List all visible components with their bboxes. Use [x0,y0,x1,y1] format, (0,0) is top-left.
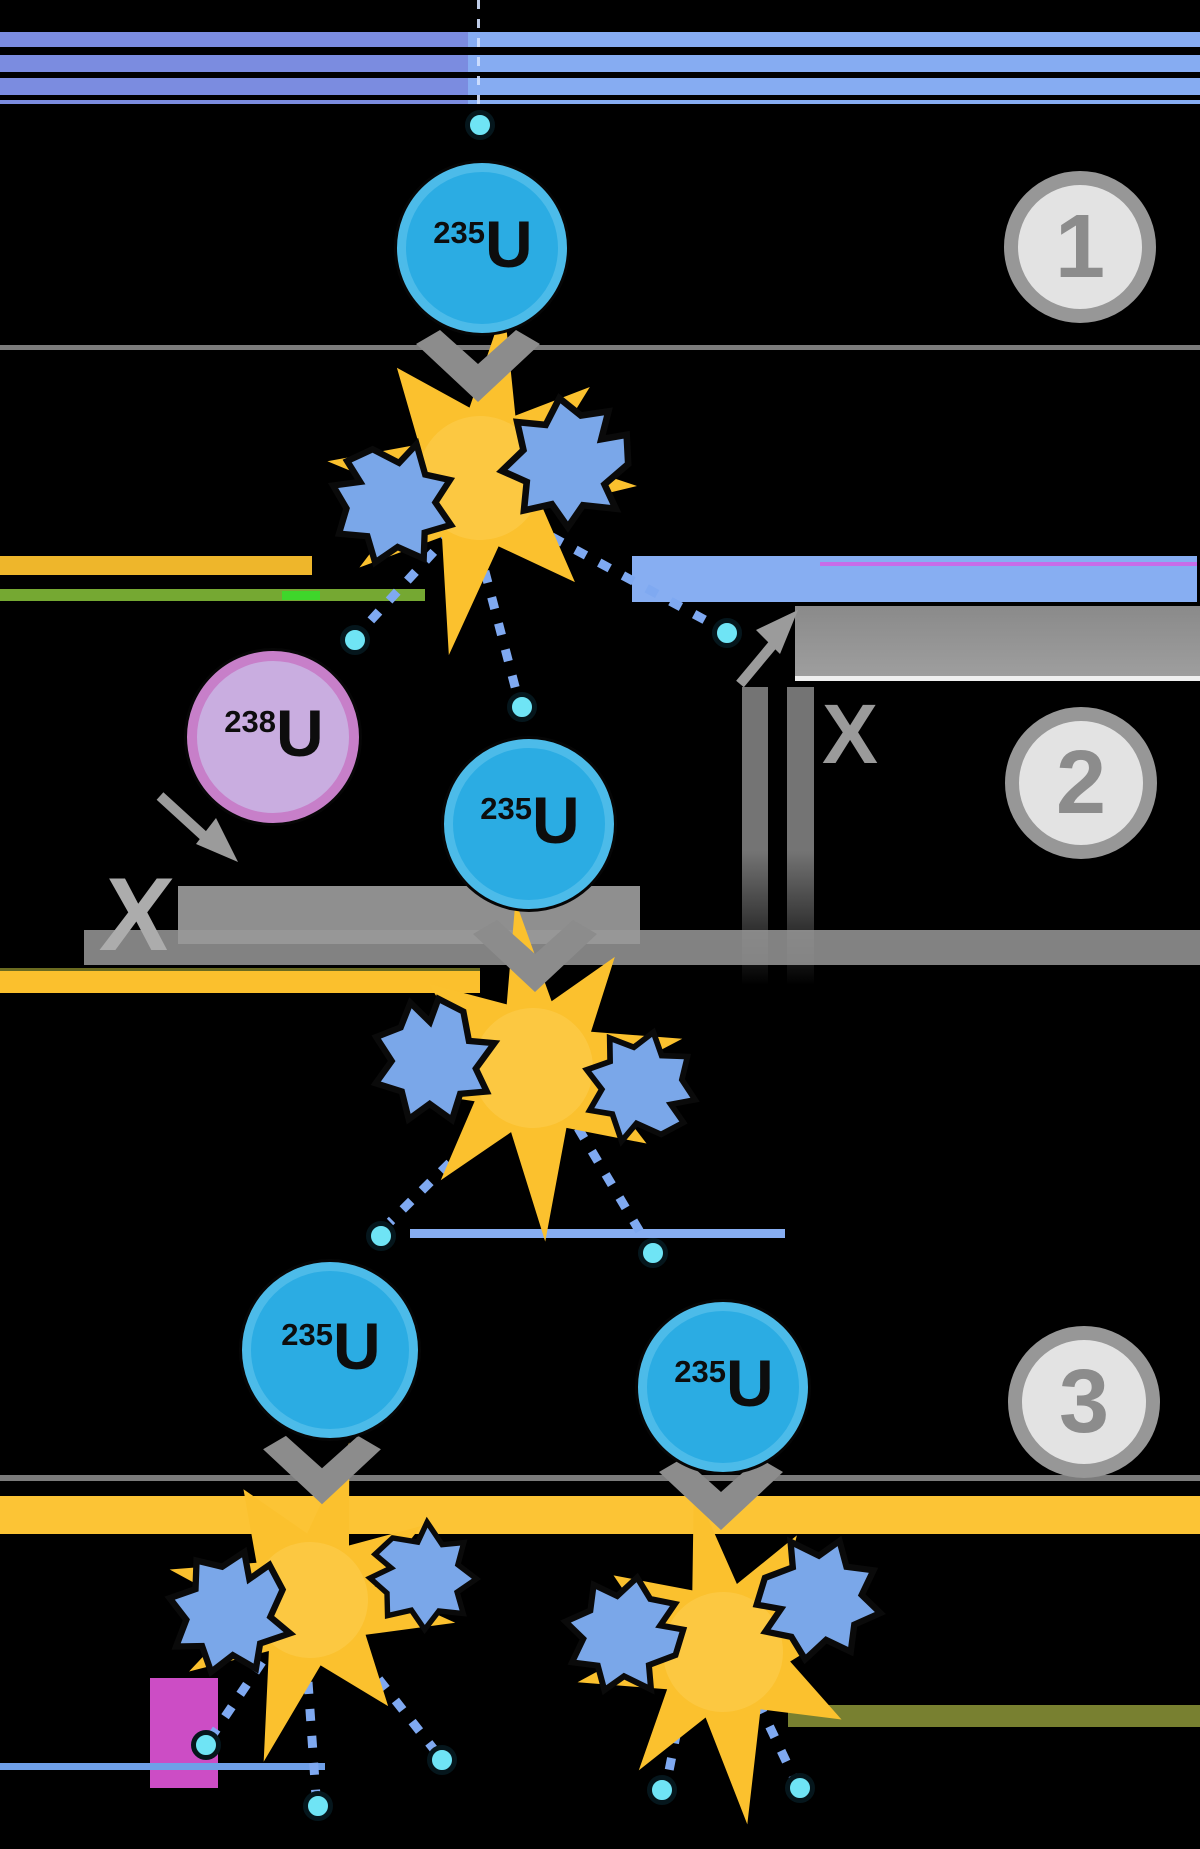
artifact-stripe [0,1763,325,1770]
isotope-mass: 235 [281,1317,334,1352]
artifact-stripe [410,1229,785,1238]
element-symbol: U [532,783,580,857]
element-symbol: U [485,207,533,281]
neutron [465,110,495,140]
neutron [507,692,537,722]
neutron [647,1775,677,1805]
impact-arrow-3 [263,1435,381,1505]
stage-badge-3: 3 [1008,1326,1160,1478]
artifact-stripe [282,591,320,600]
artifact-stripe [0,345,1200,350]
incoming-neutron-trail [477,0,480,112]
fission-explosion-2 [367,885,702,1257]
neutron [712,618,742,648]
isotope-mass: 235 [433,215,486,250]
no-fission-x-right: X [821,687,879,781]
neutron [303,1791,333,1821]
stage-number: 2 [1055,732,1107,833]
artifact-stripe [0,1496,1200,1534]
artifact-stripe [795,606,1200,676]
neutron [427,1745,457,1775]
neutron-trails [208,520,800,1797]
impact-arrow-2 [473,920,597,992]
artifact-stripe [0,32,1200,47]
stage-badge-1: 1 [1004,171,1156,323]
artifact-stripe [0,556,312,575]
neutron [785,1773,815,1803]
artifact-stripe [788,1705,1200,1727]
isotope-mass: 235 [480,791,533,826]
stage-number: 3 [1058,1351,1110,1452]
absorbed-neutron-arrow [156,792,238,862]
neutron [366,1221,396,1251]
artifact-stripe [0,968,480,993]
neutron [340,625,370,655]
artifact-stripe [84,930,1200,965]
stage-badge-2: 2 [1005,707,1157,859]
artifact-stripe [0,55,1200,72]
isotope-mass: 238 [224,704,277,739]
stage-number: 1 [1054,196,1106,297]
fission-explosion-4 [547,1460,903,1849]
element-symbol: U [726,1346,774,1420]
isotope-mass: 235 [674,1354,727,1389]
artifact-stripe [0,1475,1200,1481]
neutron [191,1730,221,1760]
neutron [638,1238,668,1268]
no-fission-x-left: X [96,857,178,973]
element-symbol: U [276,696,324,770]
artifact-stripe [820,562,1197,566]
element-symbol: U [333,1309,381,1383]
fission-explosion-1 [303,284,660,678]
escaped-neutron-arrow [736,610,798,688]
artifact-stripe [0,100,1200,104]
artifact-stripe [0,78,1200,95]
artifact-stripe [795,676,1200,681]
